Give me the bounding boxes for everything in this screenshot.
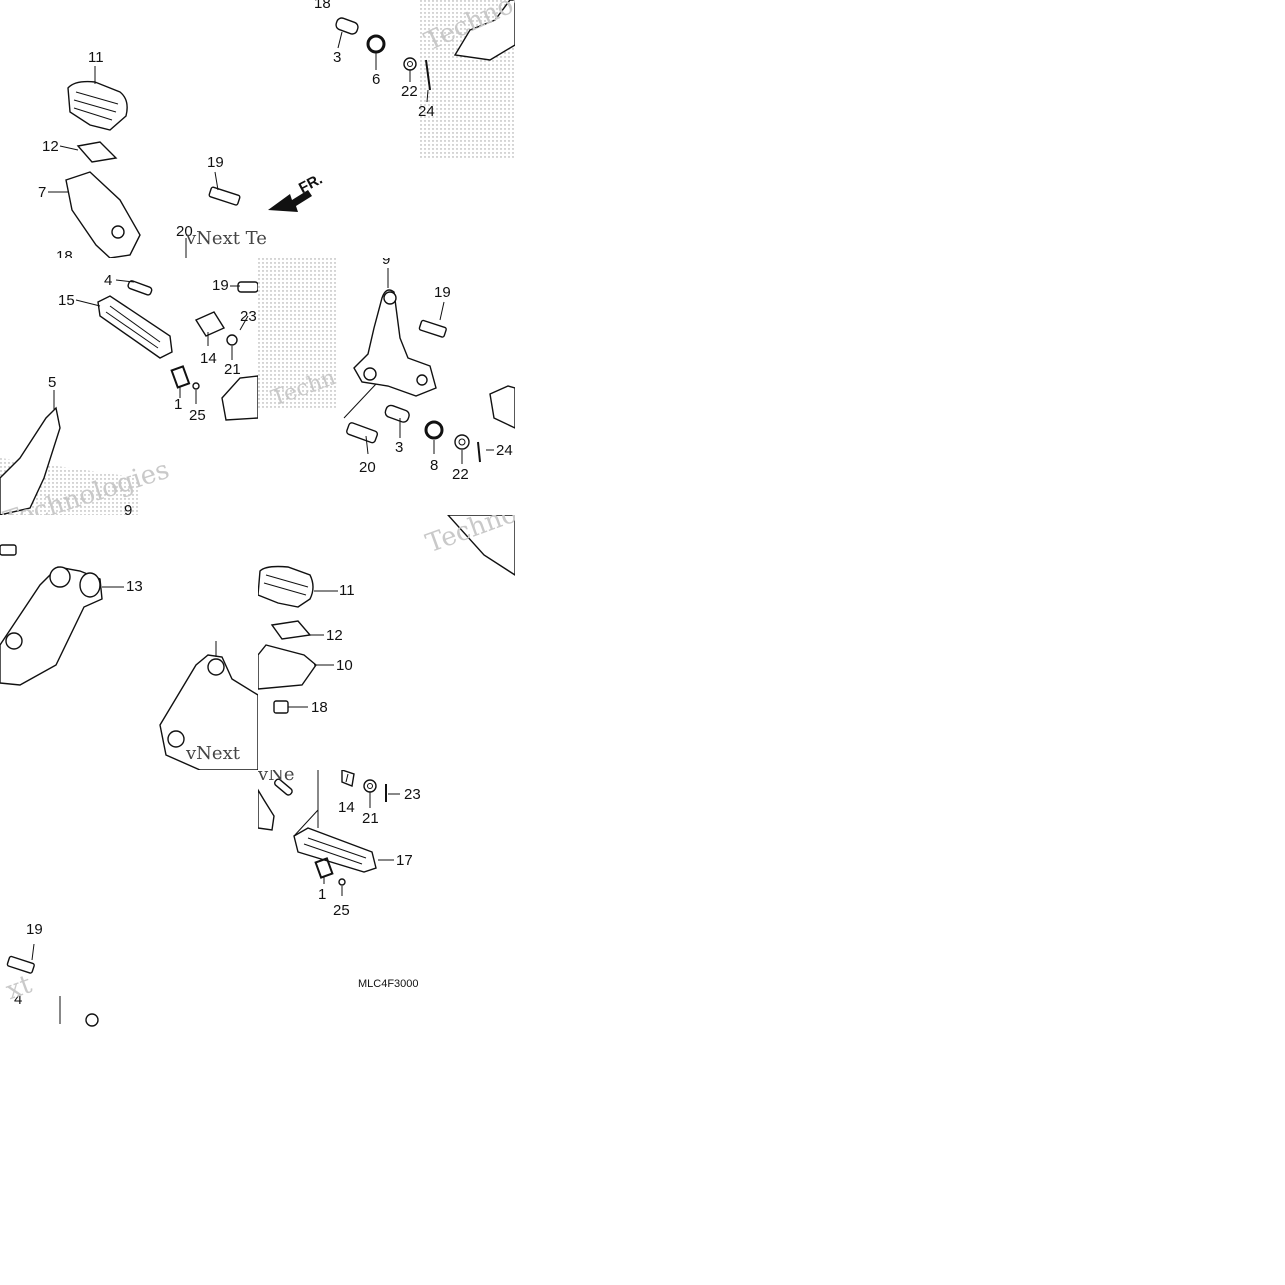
callout-label: 11 <box>339 582 355 599</box>
callout-label: 19 <box>212 277 229 294</box>
callout-label: 14 <box>200 350 217 367</box>
footrest-bracket-part <box>65 171 141 258</box>
tile-left-middle-drawing <box>0 279 258 515</box>
watermark-text: vNe <box>258 770 295 785</box>
callout-label: 10 <box>336 657 353 674</box>
diagram-tile-center-lower: 16 11 12 10 18 Technologies <box>258 515 515 770</box>
callout-label: 22 <box>401 83 418 100</box>
callout-label: 11 <box>88 49 104 66</box>
callout-label: 24 <box>496 442 513 459</box>
diagram-tile-center: 9 19 20 3 8 22 24 Techn <box>258 258 515 515</box>
callout-label: 13 <box>126 578 143 595</box>
callout-label: 4 <box>14 991 23 1008</box>
callout-label: 19 <box>26 921 43 938</box>
tile-center-lower-drawing <box>258 515 515 714</box>
drawing-code: MLC4F3000 <box>358 978 419 990</box>
watermark-text: vNext <box>186 743 240 764</box>
callout-label: 20 <box>176 223 193 240</box>
callout-label: 18 <box>311 699 328 716</box>
tile-bottom-center-drawing <box>258 770 400 896</box>
bracket-part <box>0 406 61 515</box>
callout-label: 3 <box>395 439 404 456</box>
callout-label: 14 <box>338 799 355 816</box>
callout-label: 8 <box>430 457 439 474</box>
diagram-tile-left-middle: 4 15 19 23 14 21 1 25 5 9 Technologies <box>0 258 258 515</box>
callout-label: 7 <box>38 184 47 201</box>
callout-label: 3 <box>333 49 342 66</box>
callout-label: 20 <box>359 459 376 476</box>
rider-footpeg-part <box>97 295 173 359</box>
callout-label: 15 <box>58 292 75 309</box>
diagram-tile-bottom-left: 19 4 xt <box>0 900 258 1028</box>
diagram-tile-bottom-center: 14 21 23 17 1 25 vNe <box>258 770 515 1028</box>
tile-bottom-left-drawing <box>6 943 99 1027</box>
watermark-text: vNext Te <box>186 228 267 249</box>
callout-label: 19 <box>207 154 224 171</box>
callout-label: 18 <box>314 0 331 12</box>
callout-label: 18 <box>56 248 73 258</box>
spring-part <box>366 34 386 54</box>
callout-label: 1 <box>174 396 183 413</box>
callout-label: 23 <box>240 308 257 325</box>
callout-label: 4 <box>104 272 113 289</box>
passenger-footpeg-part <box>293 827 377 873</box>
callout-label: 25 <box>189 407 206 424</box>
callout-label: 25 <box>333 902 350 919</box>
rubber-peg-part <box>67 80 128 131</box>
callout-label: 23 <box>404 786 421 803</box>
callout-label: 19 <box>434 284 451 301</box>
pin-part <box>335 17 359 35</box>
diagram-tile-top: 18 3 6 22 24 11 12 7 19 20 18 FR. Techno… <box>0 0 515 258</box>
bracket-part <box>159 654 258 770</box>
callout-label: 22 <box>452 466 469 483</box>
callout-label: 21 <box>362 810 379 827</box>
diagram-tile-left-lower: 13 vNext <box>0 515 258 770</box>
callout-label: 9 <box>124 502 133 515</box>
callout-label: 6 <box>372 71 381 88</box>
callout-label: 24 <box>418 103 435 120</box>
tile-left-lower-drawing <box>0 544 258 770</box>
callout-label: 5 <box>48 374 57 391</box>
callout-label: 12 <box>42 138 59 155</box>
rubber-peg-part <box>258 565 314 608</box>
callout-label: 9 <box>382 258 391 268</box>
tile-top-drawing <box>48 0 515 258</box>
tile-center-drawing <box>258 258 515 464</box>
bracket-part <box>453 0 515 61</box>
callout-label: 1 <box>318 886 327 903</box>
callout-label: 12 <box>326 627 343 644</box>
callout-label: 17 <box>396 852 413 869</box>
callout-label: 21 <box>224 361 241 378</box>
